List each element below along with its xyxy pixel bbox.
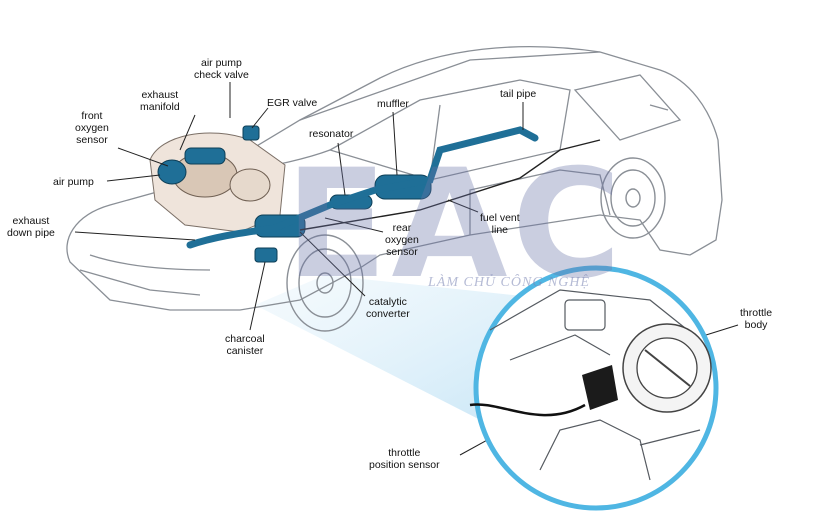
watermark-tagline: LÀM CHỦ CÔNG NGHỆ (428, 275, 591, 290)
front-wheel (286, 234, 364, 332)
rear-wheel (600, 157, 666, 239)
throttle-inset (469, 265, 719, 511)
label-throttle-body: throttle body (740, 307, 773, 331)
fuel-vent-line-part (299, 139, 601, 231)
label-catalytic-converter: catalytic converter (366, 296, 410, 320)
label-exhaust-down-pipe: exhaust down pipe (7, 215, 55, 239)
label-air-pump-check-valve: air pump check valve (194, 57, 249, 81)
label-rear-oxygen-sensor: rear oxygen sensor (385, 222, 419, 258)
air-pump-part (157, 159, 187, 185)
throttle-body-part (622, 323, 712, 413)
exhaust-pipe (186, 126, 539, 249)
label-muffler: muffler (377, 98, 409, 110)
label-egr-valve: EGR valve (267, 97, 318, 109)
charcoal-canister-part (254, 247, 278, 263)
label-fuel-vent-line: fuel vent line (480, 212, 520, 236)
label-exhaust-manifold: exhaust manifold (140, 89, 180, 113)
label-charcoal-canister: charcoal canister (225, 333, 265, 357)
label-tail-pipe: tail pipe (500, 88, 537, 100)
label-throttle-position-sensor: throttle position sensor (369, 447, 440, 471)
label-front-oxygen-sensor: front oxygen sensor (75, 110, 109, 146)
label-resonator: resonator (309, 128, 354, 140)
egr-valve-part (242, 125, 260, 141)
manifold-part (184, 147, 226, 165)
watermark-logo: EAC (285, 138, 626, 312)
throttle-position-sensor-part (469, 365, 618, 417)
label-air-pump: air pump (53, 176, 94, 188)
